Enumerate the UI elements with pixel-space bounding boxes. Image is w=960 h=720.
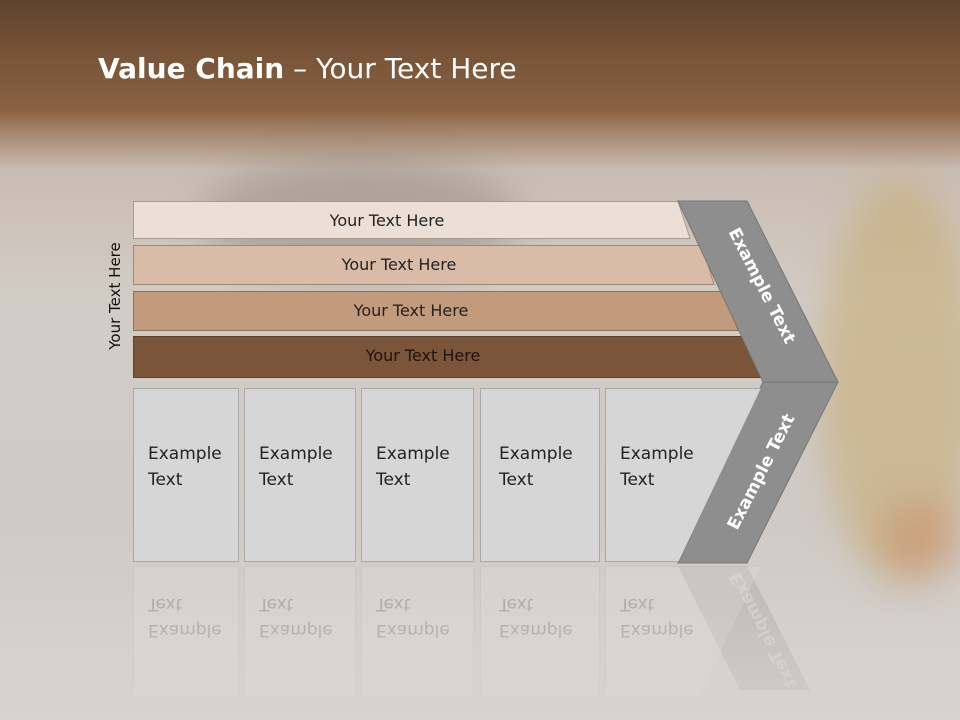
row-3-fill <box>133 291 739 331</box>
row-1-fill <box>133 201 691 239</box>
box-line-2: Text <box>620 470 655 490</box>
page-title: Value Chain – Your Text Here <box>98 52 517 85</box>
row-1-label: Your Text Here <box>329 210 445 230</box>
row-3: Your Text Here <box>133 291 739 331</box>
box-line-1: Example <box>376 444 450 464</box>
row-shape <box>133 291 739 331</box>
box-line-1: Example <box>259 444 333 464</box>
row-3-label: Your Text Here <box>353 300 469 320</box>
background-glow <box>820 180 960 580</box>
box-line-1: Example <box>620 444 694 464</box>
box-line-2: Text <box>148 470 183 490</box>
row-2: Your Text Here <box>133 245 715 285</box>
row-1: Your Text Here <box>133 201 691 239</box>
row-2-label: Your Text Here <box>341 254 457 274</box>
title-rest: – Your Text Here <box>284 52 517 85</box>
row-shape <box>133 245 715 285</box>
box-line-2: Text <box>259 470 294 490</box>
box-line-1: Example <box>499 444 573 464</box>
box-line-1: Example <box>148 444 222 464</box>
row-shape <box>133 201 691 239</box>
row-2-fill <box>133 245 715 285</box>
box-line-2: Text <box>499 470 534 490</box>
title-bold: Value Chain <box>98 52 285 85</box>
background-glow <box>880 500 960 580</box>
row-4-label: Your Text Here <box>365 345 481 365</box>
bottom-fade <box>0 600 960 720</box>
box-line-2: Text <box>376 470 411 490</box>
